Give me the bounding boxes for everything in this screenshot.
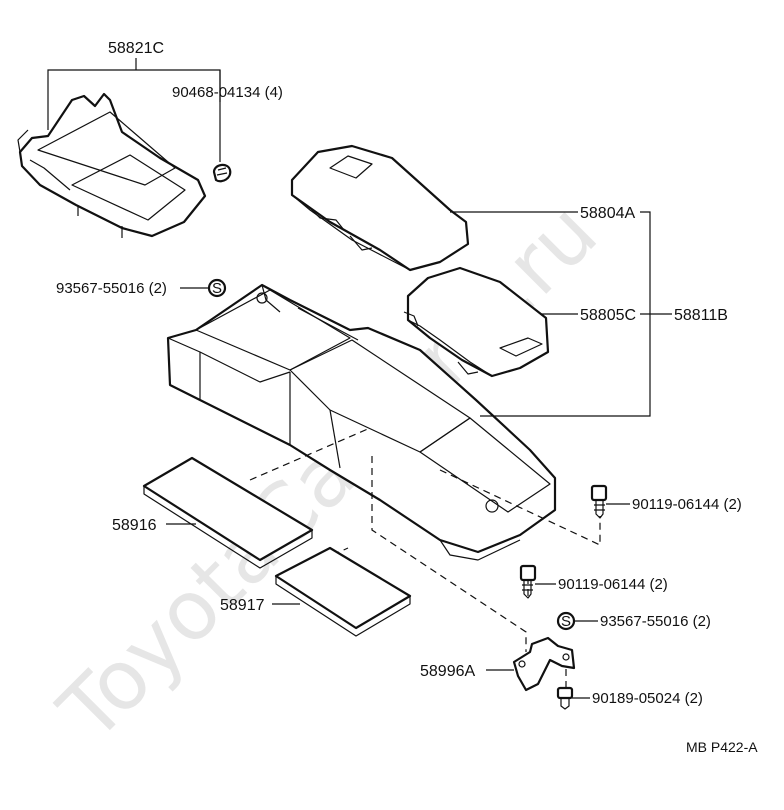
label-58805C: 58805C bbox=[580, 307, 636, 324]
bolt-icon bbox=[590, 484, 608, 519]
label-58811B: 58811B bbox=[674, 307, 728, 324]
console-lid-upper-drawing bbox=[290, 144, 470, 272]
bolt-icon bbox=[519, 564, 537, 599]
screw-icon bbox=[556, 686, 574, 710]
label-93567-55016-top: 93567-55016 (2) bbox=[56, 280, 167, 297]
label-58821C: 58821C bbox=[108, 40, 164, 57]
s-symbol-top: S bbox=[212, 280, 222, 297]
label-58996A: 58996A bbox=[420, 663, 475, 680]
label-58917: 58917 bbox=[220, 597, 265, 614]
console-mat-2-drawing bbox=[274, 546, 412, 637]
bracket-drawing bbox=[512, 636, 576, 692]
label-58804A: 58804A bbox=[580, 205, 635, 222]
shift-bezel-drawing bbox=[17, 92, 207, 238]
label-90189-05024: 90189-05024 (2) bbox=[592, 690, 703, 707]
console-lid-lower-drawing bbox=[403, 266, 550, 378]
mount-line-d bbox=[439, 469, 601, 546]
label-90119-06144-mid: 90119-06144 (2) bbox=[558, 576, 668, 593]
mount-line-c bbox=[371, 456, 527, 652]
label-58916: 58916 bbox=[112, 517, 157, 534]
figure-code: MB P422-A bbox=[686, 739, 758, 755]
leader-58821C bbox=[47, 69, 221, 162]
mount-line-a bbox=[249, 427, 371, 481]
s-symbol-bottom: S bbox=[561, 613, 571, 630]
label-90468-04134: 90468-04134 (4) bbox=[172, 84, 283, 101]
console-mat-1-drawing bbox=[142, 456, 314, 569]
label-90119-06144-right: 90119-06144 (2) bbox=[632, 496, 742, 513]
label-93567-55016-bottom: 93567-55016 (2) bbox=[600, 613, 711, 630]
console-box-drawing bbox=[166, 283, 557, 561]
clip-icon bbox=[212, 163, 232, 183]
